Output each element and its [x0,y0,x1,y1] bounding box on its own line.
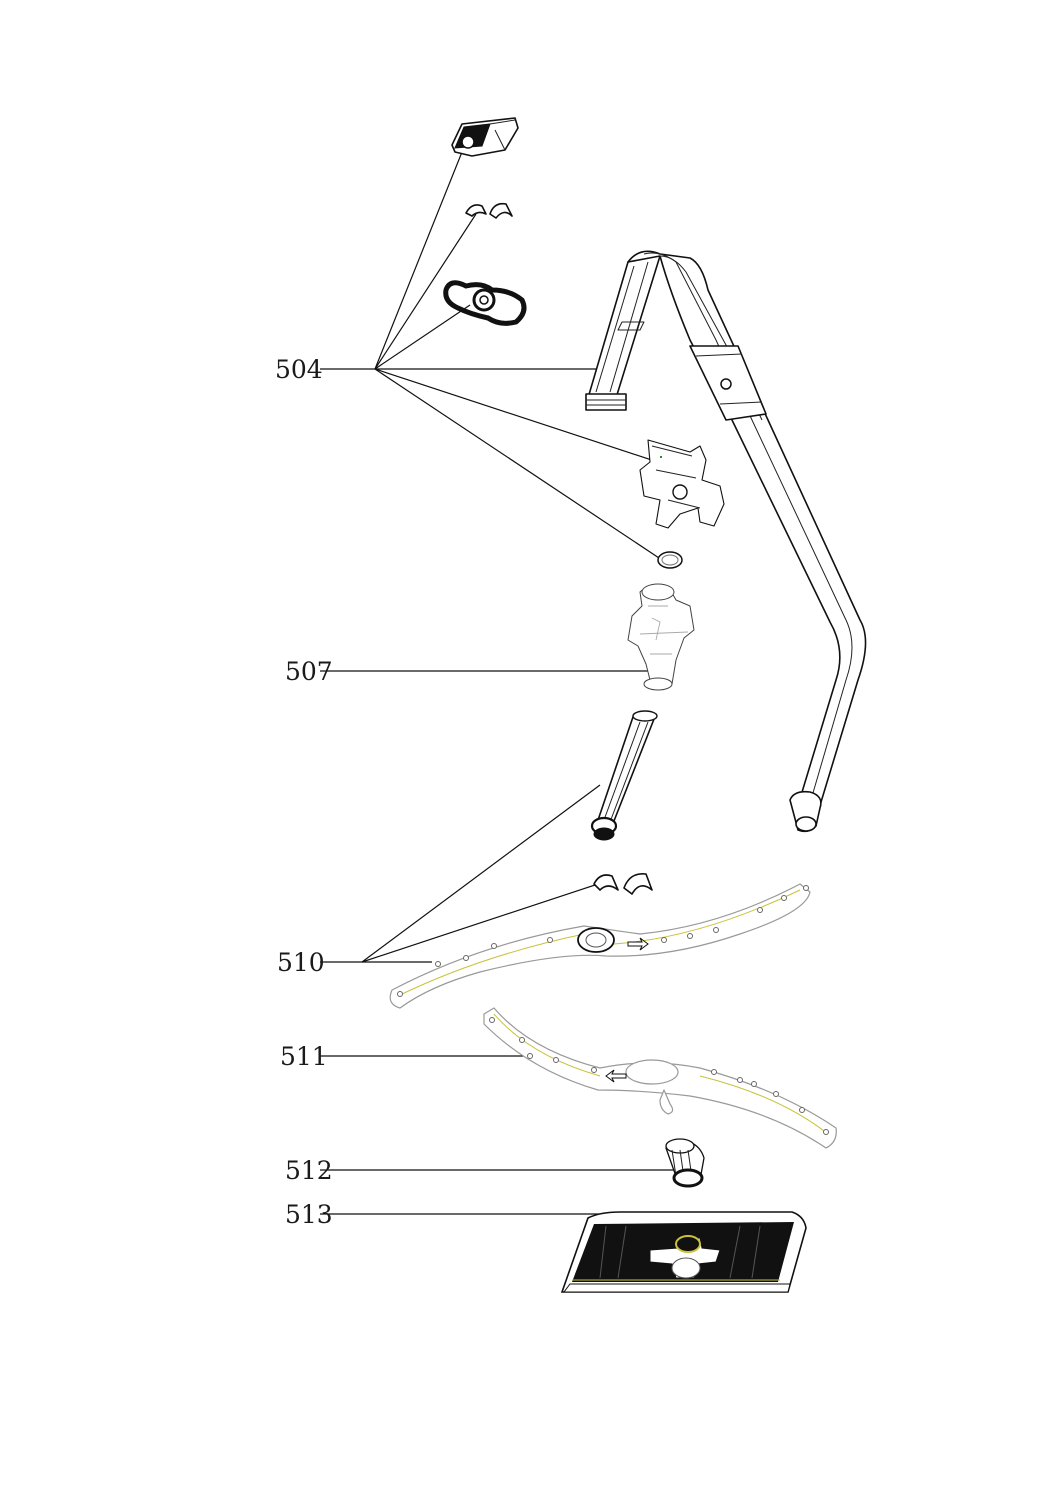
lower-arm-nozzles [489,1017,829,1135]
leader-lines-510 [320,784,601,963]
seal-ring-part [657,551,683,569]
gasket-part [443,280,527,326]
callout-511: 511 [280,1042,328,1071]
supply-pipe-part [585,250,867,833]
upper-spray-arm-part [389,883,811,1009]
lower-spray-arm-part [483,1007,837,1149]
valve-housing-part [639,439,725,529]
upper-arm-nozzles [397,885,809,997]
leader-lines-504 [320,151,683,561]
base-tray-part [560,1211,807,1293]
clip-pair-top-part [465,202,513,219]
clip-pair-middle-part [593,872,653,895]
diverter-part [627,583,695,691]
callout-504: 504 [275,355,323,384]
callout-512: 512 [285,1156,333,1185]
callout-507: 507 [285,657,333,686]
clamp-bracket-part [451,117,519,157]
spray-tube-part [590,710,658,841]
bearing-part [665,1138,705,1188]
callout-510: 510 [277,948,325,977]
callout-513: 513 [285,1200,333,1229]
